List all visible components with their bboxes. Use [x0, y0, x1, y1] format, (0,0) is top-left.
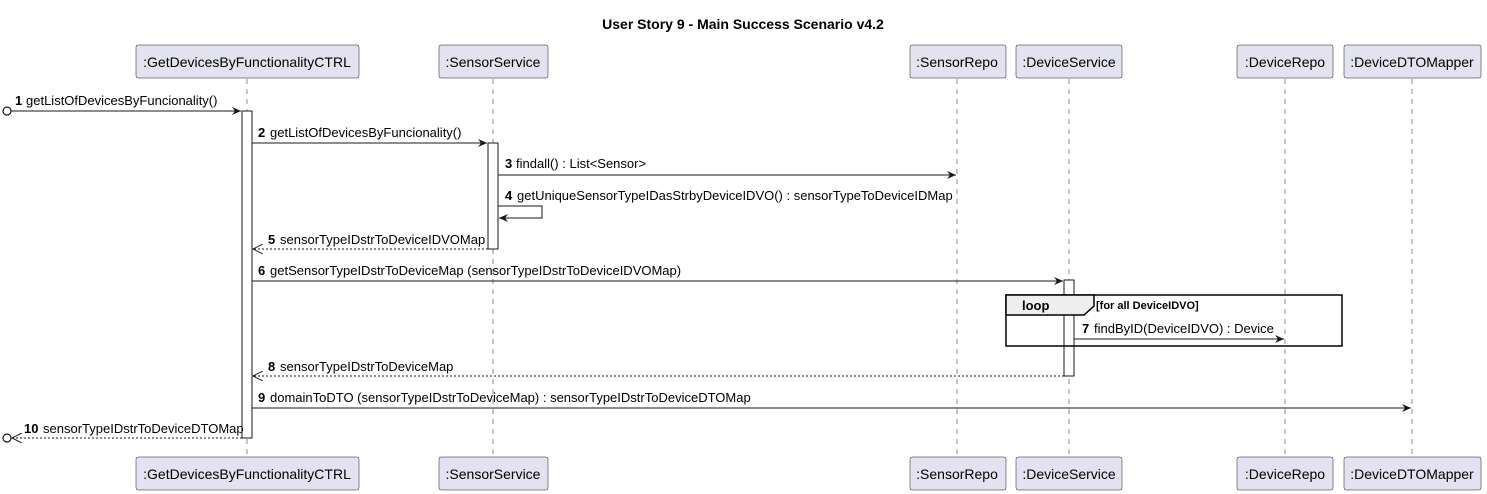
participant-sensor-service-top: :SensorService	[438, 44, 549, 79]
svg-text:sensorTypeIDstrToDeviceDTOMap: sensorTypeIDstrToDeviceDTOMap	[43, 421, 244, 436]
svg-text:7: 7	[1082, 321, 1089, 336]
loop-guard: [for all DeviceIDVO]	[1096, 300, 1199, 312]
svg-text::SensorRepo: :SensorRepo	[916, 466, 998, 482]
loop-frame: loop [for all DeviceIDVO]	[1005, 294, 1343, 347]
svg-text::DeviceRepo: :DeviceRepo	[1245, 54, 1325, 70]
svg-text:9: 9	[258, 390, 265, 405]
svg-text::DeviceService: :DeviceService	[1022, 466, 1116, 482]
message-8: 8 sensorTypeIDstrToDeviceMap	[253, 359, 1064, 376]
svg-text:findall() : List<Sensor>: findall() : List<Sensor>	[516, 156, 646, 171]
svg-text::SensorService: :SensorService	[446, 54, 541, 70]
svg-text::GetDevicesByFunctionalityCTRL: :GetDevicesByFunctionalityCTRL	[143, 466, 351, 482]
svg-text::DeviceDTOMapper: :DeviceDTOMapper	[1350, 54, 1474, 70]
message-4: 4 getUniqueSensorTypeIDasStrbyDeviceIDVO…	[498, 188, 953, 222]
message-6: 6 getSensorTypeIDstrToDeviceMap (sensorT…	[252, 263, 1063, 285]
svg-text::DeviceDTOMapper: :DeviceDTOMapper	[1350, 466, 1474, 482]
participant-device-service-bottom: :DeviceService	[1015, 456, 1123, 491]
svg-text::SensorService: :SensorService	[446, 466, 541, 482]
svg-text::GetDevicesByFunctionalityCTRL: :GetDevicesByFunctionalityCTRL	[143, 54, 351, 70]
message-10: 10 sensorTypeIDstrToDeviceDTOMap	[2, 421, 244, 442]
participant-device-dto-mapper-bottom: :DeviceDTOMapper	[1343, 456, 1482, 491]
svg-text:3: 3	[505, 156, 512, 171]
message-7: 7 findByID(DeviceIDVO) : Device	[1074, 321, 1284, 343]
message-5: 5 sensorTypeIDstrToDeviceIDVOMap	[253, 232, 488, 249]
participant-sensor-service-bottom: :SensorService	[438, 456, 549, 491]
svg-text:1: 1	[15, 93, 22, 108]
participant-device-repo-bottom: :DeviceRepo	[1236, 456, 1334, 491]
svg-text:getListOfDevicesByFuncionality: getListOfDevicesByFuncionality()	[26, 93, 217, 108]
svg-text:sensorTypeIDstrToDeviceMap: sensorTypeIDstrToDeviceMap	[280, 359, 453, 374]
message-2: 2 getListOfDevicesByFuncionality()	[252, 125, 487, 147]
activation-ctrl	[241, 110, 253, 439]
message-3: 3 findall() : List<Sensor>	[498, 156, 956, 179]
svg-text:4: 4	[505, 188, 513, 203]
message-1: 1 getListOfDevicesByFuncionality()	[2, 93, 241, 116]
svg-text::SensorRepo: :SensorRepo	[916, 54, 998, 70]
activation-sensor-service	[487, 142, 499, 250]
svg-text:getListOfDevicesByFuncionality: getListOfDevicesByFuncionality()	[270, 125, 461, 140]
svg-text:getUniqueSensorTypeIDasStrbyDe: getUniqueSensorTypeIDasStrbyDeviceIDVO()…	[517, 188, 953, 203]
svg-text:findByID(DeviceIDVO) : Device: findByID(DeviceIDVO) : Device	[1094, 321, 1274, 336]
participant-ctrl-top: :GetDevicesByFunctionalityCTRL	[135, 44, 360, 79]
participant-device-service-top: :DeviceService	[1015, 44, 1123, 79]
svg-text:domainToDTO (sensorTypeIDstrTo: domainToDTO (sensorTypeIDstrToDeviceMap)…	[270, 390, 751, 405]
svg-text:getSensorTypeIDstrToDeviceMap: getSensorTypeIDstrToDeviceMap (sensorTyp…	[270, 263, 681, 278]
participant-device-repo-top: :DeviceRepo	[1236, 44, 1334, 79]
svg-text:8: 8	[268, 359, 275, 374]
svg-text:sensorTypeIDstrToDeviceIDVOMap: sensorTypeIDstrToDeviceIDVOMap	[280, 232, 485, 247]
svg-text:5: 5	[268, 232, 275, 247]
message-9: 9 domainToDTO (sensorTypeIDstrToDeviceMa…	[252, 390, 1411, 412]
loop-label: loop	[1022, 298, 1049, 313]
svg-text::DeviceService: :DeviceService	[1022, 54, 1116, 70]
participant-sensor-repo-bottom: :SensorRepo	[909, 456, 1007, 491]
participant-device-dto-mapper-top: :DeviceDTOMapper	[1343, 44, 1482, 79]
svg-text::DeviceRepo: :DeviceRepo	[1245, 466, 1325, 482]
svg-text:6: 6	[258, 263, 265, 278]
svg-text:10: 10	[24, 421, 38, 436]
participant-ctrl-bottom: :GetDevicesByFunctionalityCTRL	[135, 456, 360, 491]
diagram-title: User Story 9 - Main Success Scenario v4.…	[602, 16, 884, 32]
participant-sensor-repo-top: :SensorRepo	[909, 44, 1007, 79]
svg-text:2: 2	[258, 125, 265, 140]
activation-device-service	[1063, 279, 1075, 377]
